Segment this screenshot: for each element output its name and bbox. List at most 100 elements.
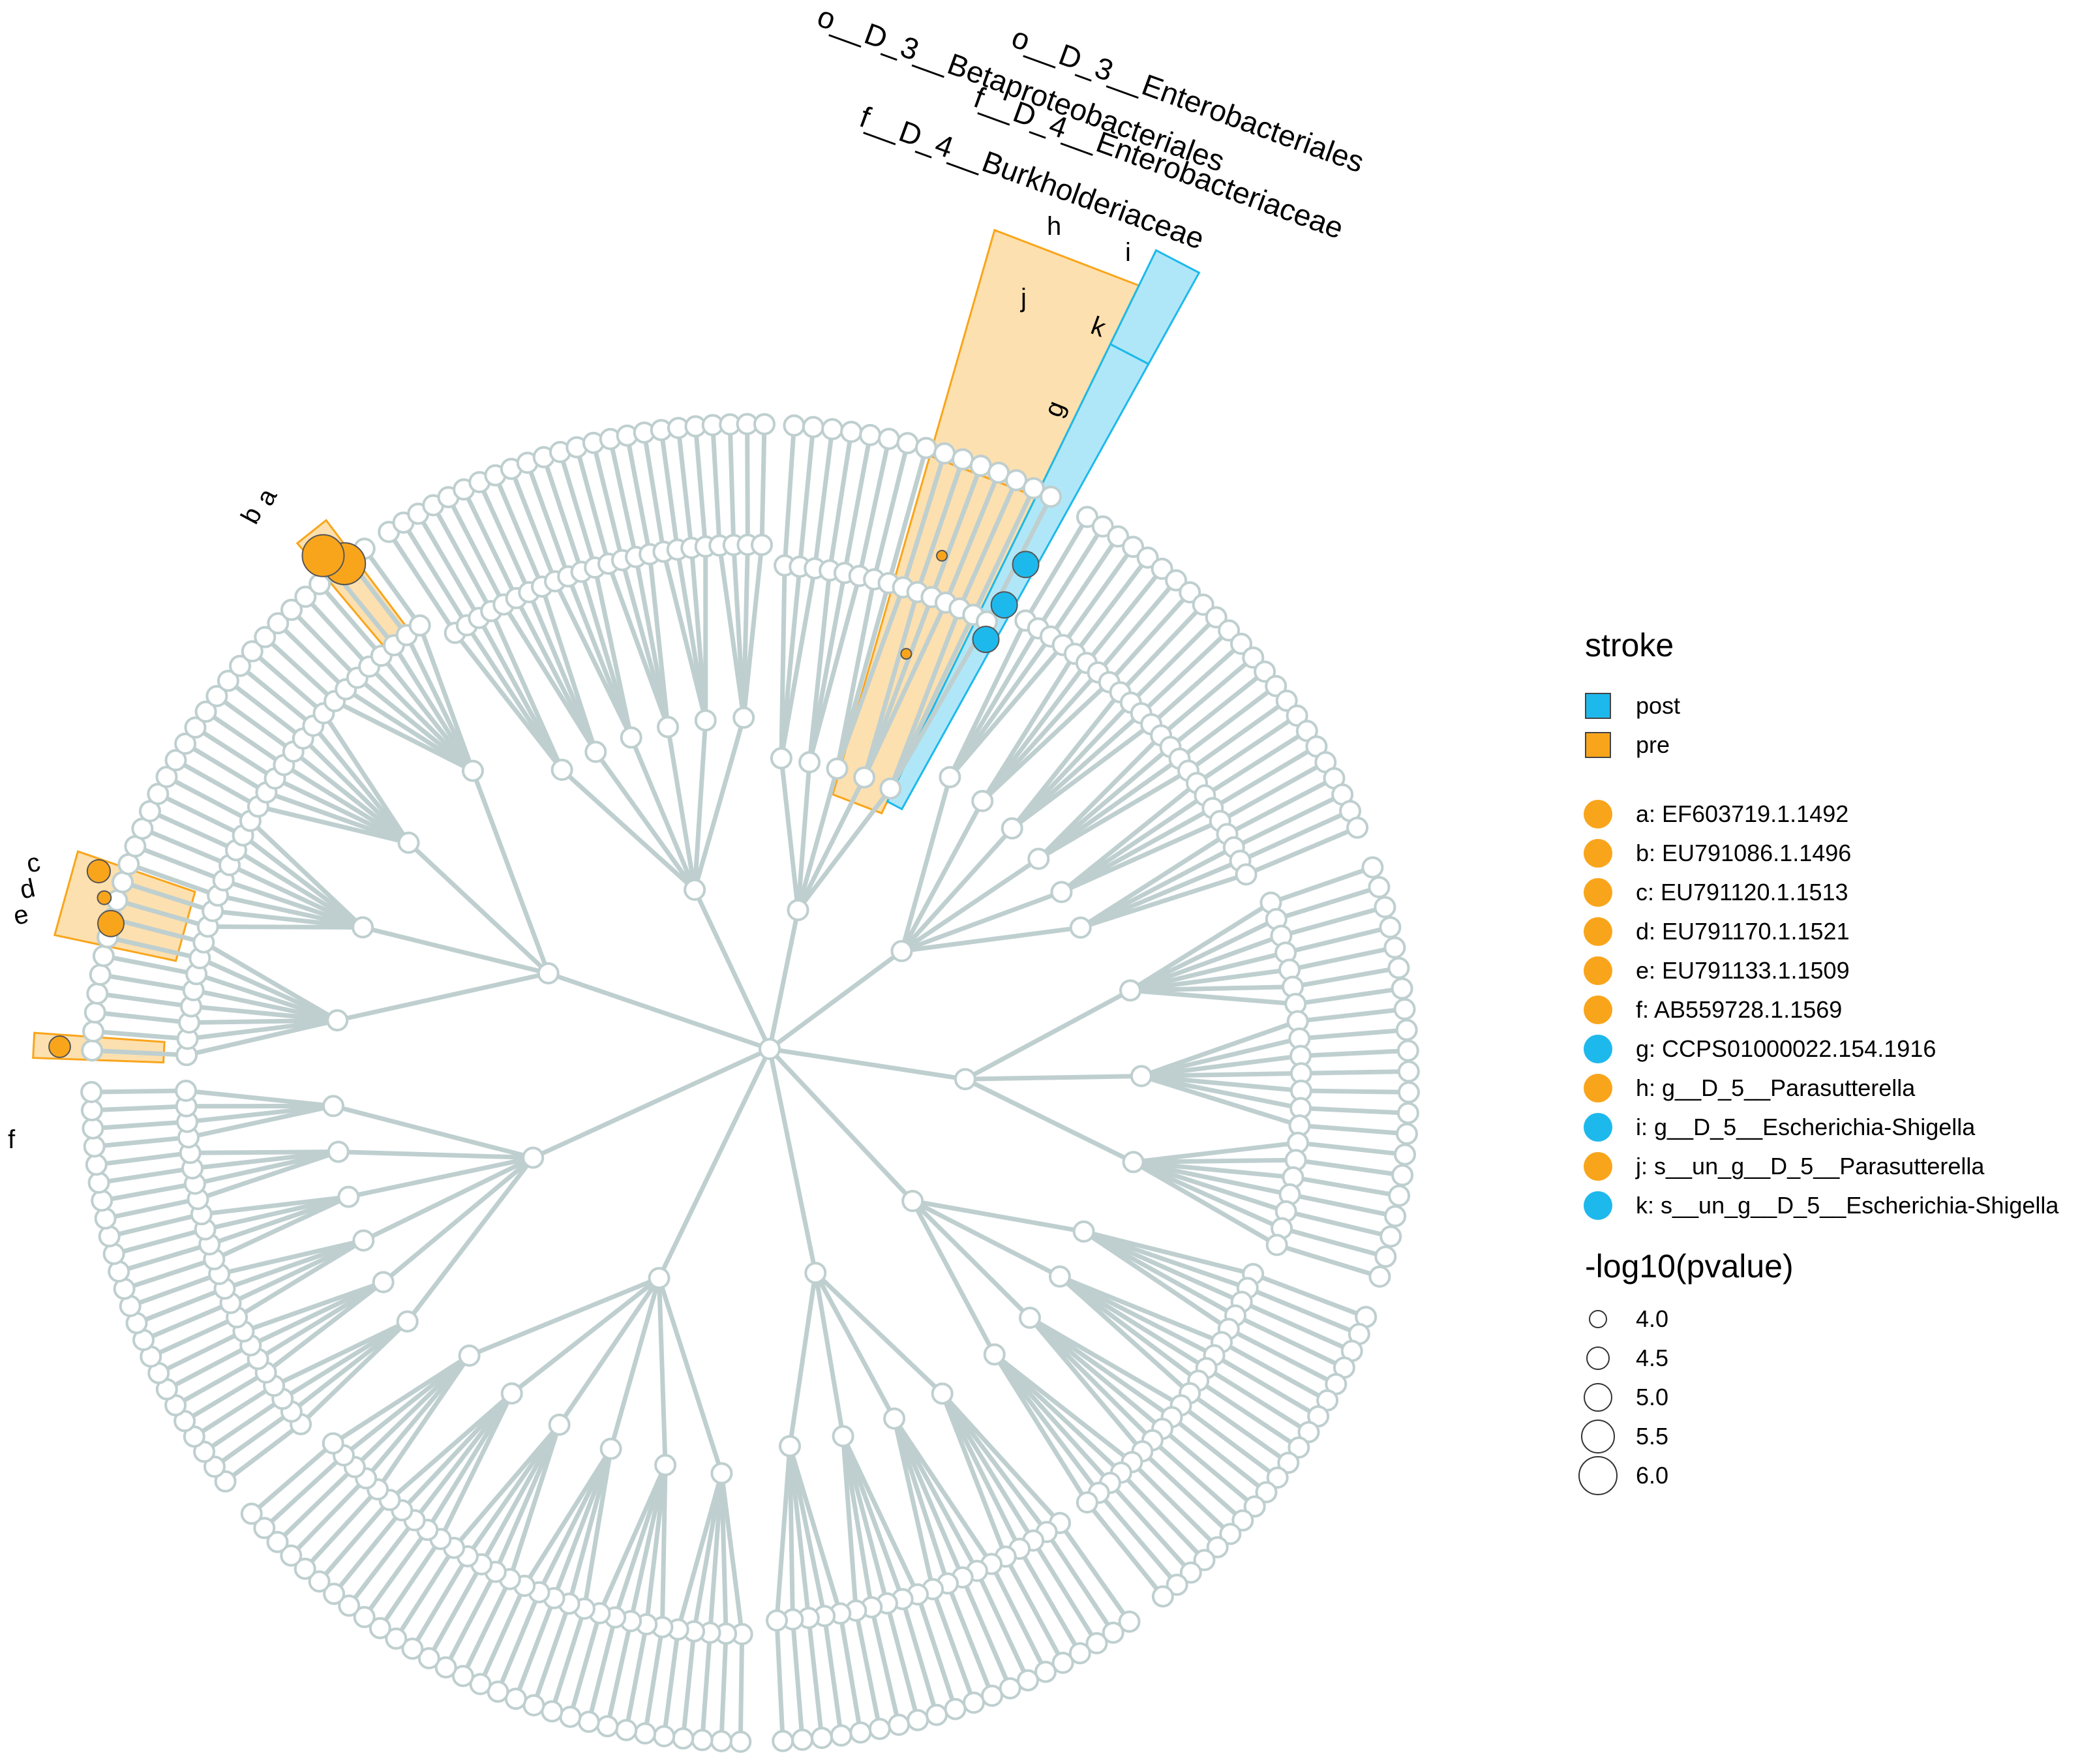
tree-edge: [980, 680, 1111, 803]
tree-edge: [796, 768, 839, 911]
tree-edge: [290, 608, 359, 680]
tree-edge: [586, 1617, 618, 1723]
tree-node: [896, 432, 919, 455]
tree-node: [821, 418, 843, 440]
tree-node: [1286, 705, 1308, 727]
tree-edge: [464, 624, 564, 771]
tree-edge: [192, 1384, 275, 1439]
tree-edge: [582, 1448, 614, 1609]
tree-edge: [796, 787, 893, 912]
tree-edge: [633, 556, 671, 728]
tree-edge: [347, 1519, 417, 1607]
tree-node: [657, 716, 679, 738]
legend-taxon-item: d: EU791170.1.1521: [1578, 912, 2087, 951]
tree-edge: [901, 890, 1063, 954]
tree-edge: [101, 1181, 196, 1203]
tree-edge: [289, 1476, 368, 1557]
tree-edge: [265, 790, 410, 845]
tree-edge: [1141, 1071, 1301, 1078]
tree-edge: [888, 607, 962, 789]
legend-taxon-item: k: s__un_g__D_5__Escherichia-Shigella: [1578, 1186, 2087, 1225]
tree-node: [1275, 690, 1298, 712]
tree-edge: [188, 1018, 338, 1025]
tree-edge: [993, 1352, 1123, 1474]
tree-edge: [228, 862, 364, 930]
tree-edge: [738, 1634, 745, 1742]
tree-node: [94, 1207, 117, 1230]
tree-node: [1122, 536, 1145, 558]
tree-edge: [940, 1392, 1022, 1550]
tree-node: [550, 759, 573, 781]
tree-edge: [642, 432, 666, 553]
tree-edge: [92, 1048, 187, 1057]
tree-node: [1235, 863, 1258, 886]
letter-e: e: [11, 900, 31, 931]
tree-edge: [249, 819, 365, 930]
tree-edge: [502, 603, 598, 753]
tree-edge: [337, 971, 549, 1023]
tree-edge: [1097, 1491, 1179, 1587]
tree-node: [522, 1146, 545, 1169]
legend-size-item: 5.5: [1578, 1417, 2087, 1456]
tree-edge: [1082, 1229, 1230, 1331]
tree-edge: [209, 1194, 350, 1247]
tree-node: [266, 1530, 289, 1553]
tree-edge: [238, 664, 315, 728]
tree-node: [537, 962, 560, 984]
tree-edge: [1246, 1286, 1361, 1337]
tree-edge: [478, 1585, 527, 1685]
tree-edge: [689, 547, 708, 721]
tree-edge: [477, 481, 532, 594]
tree-node: [1242, 646, 1265, 669]
tree-node: [1297, 1421, 1320, 1444]
tree-node: [229, 654, 251, 677]
tree-edge: [331, 1354, 471, 1446]
tree-edge: [404, 634, 475, 772]
tree-edge: [212, 909, 363, 930]
tree-node: [931, 1382, 954, 1405]
tree-edge: [1119, 1470, 1207, 1562]
tree-edge: [964, 1077, 1135, 1164]
legend-stroke-item: post: [1578, 686, 2087, 725]
tree-edge: [901, 452, 947, 588]
tree-node: [1266, 1467, 1289, 1489]
tree-node: [787, 899, 809, 921]
tree-edge: [507, 1423, 562, 1580]
tree-edge: [779, 568, 817, 759]
legend-dot: [1584, 800, 1612, 829]
tree-node: [1307, 1405, 1330, 1428]
tree-edge: [948, 635, 1053, 779]
tree-edge: [194, 725, 277, 781]
tree-edge: [812, 429, 835, 569]
tree-edge: [1220, 1340, 1329, 1403]
tree-edge: [493, 1423, 562, 1573]
tree-edge: [1058, 1275, 1200, 1383]
tree-edge: [250, 1441, 335, 1516]
tree-edge: [787, 1446, 795, 1620]
tree-node: [326, 1009, 349, 1031]
legend-size-ring: [1586, 1346, 1610, 1370]
tree-edge: [813, 1272, 846, 1437]
tree-node: [1388, 1184, 1411, 1207]
marker-j: [936, 549, 948, 562]
tree-edge: [1044, 1530, 1115, 1634]
tree-edge: [292, 750, 410, 845]
tree-edge: [787, 1446, 827, 1617]
tree-edge: [142, 1301, 232, 1343]
tree-edge: [427, 1563, 484, 1660]
tree-edge: [629, 737, 697, 891]
tree-edge: [1079, 832, 1229, 930]
tree-node: [80, 1099, 103, 1121]
tree-node: [1076, 1491, 1098, 1513]
legend-label: c: EU791120.1.1513: [1636, 879, 1848, 905]
tree-edge: [1129, 934, 1282, 993]
tree-edge: [1083, 1229, 1248, 1290]
tree-nodes: [80, 413, 1420, 1753]
tree-node: [1254, 660, 1276, 683]
tree-edge: [382, 1155, 535, 1285]
tree-node: [1288, 1436, 1310, 1459]
tree-edge: [100, 972, 194, 993]
tree-edge: [1300, 1048, 1408, 1059]
legend-label: 4.0: [1636, 1305, 1669, 1332]
tree-node: [1085, 1632, 1108, 1654]
